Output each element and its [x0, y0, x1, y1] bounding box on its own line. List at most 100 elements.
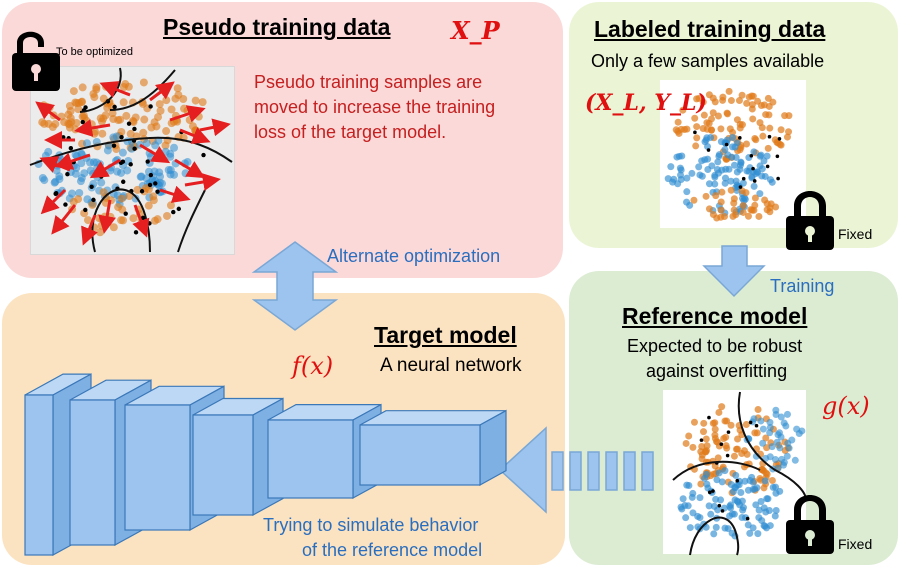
- scatter-point: [690, 196, 698, 204]
- scatter-point: [92, 83, 101, 92]
- scatter-point: [732, 211, 740, 219]
- scatter-point: [108, 109, 117, 118]
- scatter-point: [713, 214, 721, 222]
- scatter-point: [758, 165, 766, 173]
- movement-arrow: [174, 158, 206, 179]
- scatter-point: [738, 136, 742, 140]
- scatter-point: [772, 506, 780, 514]
- scatter-point: [751, 201, 759, 209]
- scatter-point: [118, 205, 127, 214]
- scatter-point: [705, 119, 713, 127]
- scatter-point: [749, 115, 757, 123]
- scatter-point: [711, 419, 719, 427]
- movement-arrow: [35, 101, 61, 122]
- scatter-point: [683, 481, 691, 489]
- scatter-point: [171, 94, 180, 103]
- scatter-point: [99, 188, 108, 197]
- scatter-point: [696, 494, 704, 502]
- scatter-point: [717, 206, 725, 214]
- scatter-point: [750, 148, 758, 156]
- scatter-point: [117, 194, 126, 203]
- scatter-point: [749, 92, 757, 100]
- scatter-point: [738, 91, 746, 99]
- scatter-point: [683, 174, 691, 182]
- scatter-point: [707, 510, 715, 518]
- scatter-point: [777, 413, 785, 421]
- scatter-point: [692, 142, 700, 150]
- movement-arrow: [51, 204, 77, 235]
- movement-arrow: [184, 173, 221, 191]
- scatter-point: [155, 189, 160, 194]
- scatter-point: [714, 158, 722, 166]
- scatter-point: [691, 114, 699, 122]
- scatter-point: [685, 432, 693, 440]
- scatter-point: [122, 111, 131, 120]
- scatter-point: [139, 189, 145, 194]
- scatter-point: [712, 192, 720, 200]
- scatter-point: [715, 469, 723, 477]
- scatter-point: [737, 489, 745, 497]
- scatter-point: [714, 112, 722, 120]
- scatter-point: [756, 190, 764, 198]
- scatter-point: [700, 419, 708, 427]
- scatter-point: [82, 139, 91, 148]
- scatter-point: [705, 502, 713, 510]
- reference-description-1: Expected to be robust: [627, 336, 803, 356]
- scatter-point: [773, 438, 781, 446]
- scatter-point: [729, 133, 737, 141]
- scatter-point: [696, 514, 704, 522]
- movement-arrow: [81, 214, 98, 246]
- lock-icon: [786, 495, 834, 554]
- scatter-point: [718, 166, 726, 174]
- scatter-point: [699, 438, 704, 442]
- scatter-point: [702, 448, 710, 456]
- scatter-point: [762, 434, 770, 442]
- movement-arrow: [149, 81, 175, 102]
- scatter-point: [717, 125, 725, 133]
- scatter-point: [751, 166, 755, 171]
- scatter-point: [741, 176, 746, 181]
- scatter-point: [745, 516, 750, 521]
- lock-icon: [786, 191, 834, 250]
- scatter-point: [711, 434, 719, 442]
- scatter-point: [126, 129, 135, 138]
- scatter-point: [700, 111, 708, 119]
- scatter-point: [60, 118, 69, 127]
- scatter-point: [772, 410, 780, 418]
- scatter-point: [76, 177, 85, 186]
- reference-description-2: against overfitting: [646, 361, 788, 381]
- scatter-point: [704, 484, 712, 492]
- scatter-point: [123, 211, 128, 216]
- scatter-point: [777, 126, 785, 134]
- scatter-point: [132, 126, 137, 132]
- labeled-title: Labeled training data: [594, 16, 826, 42]
- scatter-point: [162, 127, 171, 136]
- scatter-point: [65, 171, 70, 177]
- scatter-point: [758, 124, 766, 132]
- scatter-point: [53, 191, 58, 196]
- scatter-point: [759, 439, 767, 447]
- scatter-point: [89, 158, 98, 167]
- scatter-point: [128, 162, 133, 167]
- scatter-point: [738, 514, 746, 522]
- scatter-point: [738, 449, 746, 457]
- scatter-point: [712, 523, 720, 531]
- scatter-point: [109, 223, 118, 232]
- scatter-point: [776, 176, 780, 181]
- scatter-point: [711, 425, 719, 433]
- scatter-point: [738, 185, 743, 189]
- scatter-point: [686, 524, 694, 532]
- scatter-point: [132, 146, 137, 151]
- scatter-point: [689, 509, 697, 517]
- pseudo-symbol: X_P: [451, 16, 500, 45]
- movement-arrow: [98, 199, 116, 234]
- scatter-point: [727, 177, 735, 185]
- scatter-point: [703, 442, 711, 450]
- scatter-point: [777, 141, 785, 149]
- scatter-point: [117, 168, 126, 177]
- scatter-point: [749, 153, 754, 158]
- scatter-point: [111, 143, 117, 148]
- scatter-point: [140, 115, 149, 124]
- target-caption-2: of the reference model: [302, 540, 483, 560]
- scatter-point: [703, 134, 711, 142]
